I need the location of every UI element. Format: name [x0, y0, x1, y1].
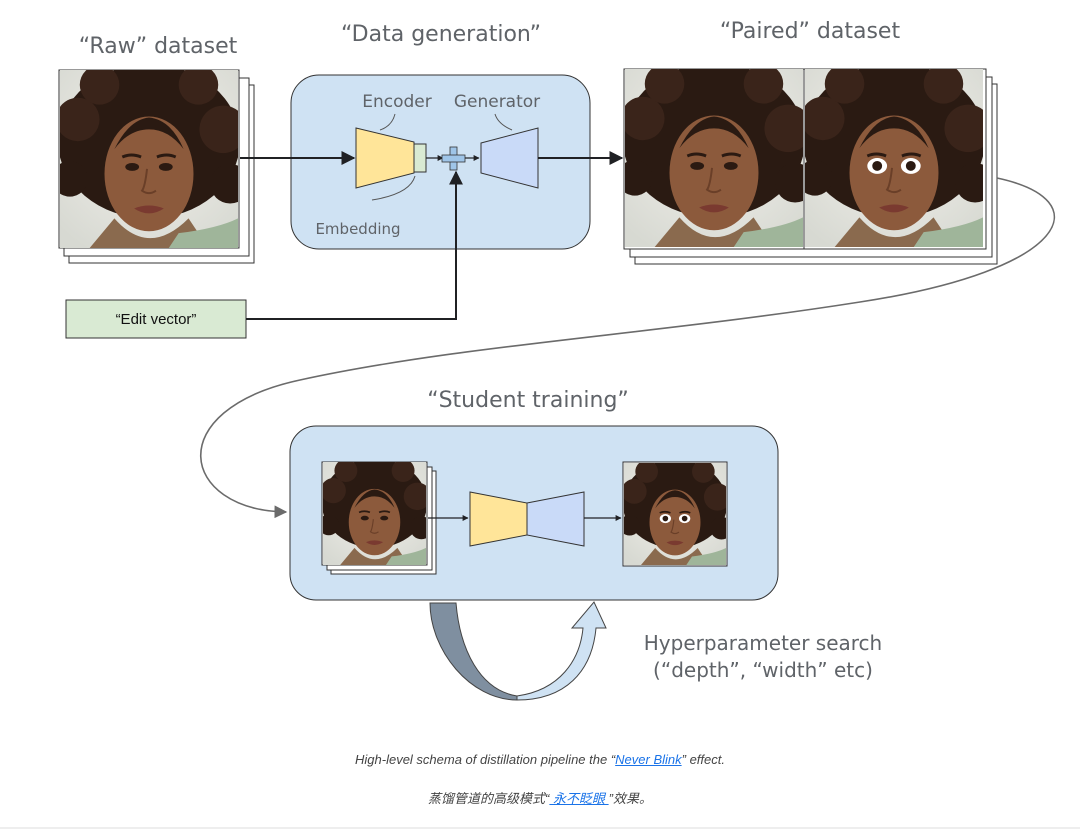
caption-english-suffix: ” effect.: [681, 752, 725, 767]
student-decoder-shape: [526, 491, 585, 547]
generator-shape: [480, 127, 539, 189]
bottom-divider: [0, 827, 1080, 829]
raw-face-image: [60, 70, 238, 248]
raw-dataset-title: “Raw” dataset: [79, 34, 238, 59]
edit-vector-label: “Edit vector”: [116, 311, 197, 328]
student-output-face-image: [619, 460, 732, 565]
caption-chinese: 蒸馏管道的高级模式“ 永不眨眼 ”效果。: [0, 788, 1080, 807]
paired-to-student-curve: [200, 177, 1056, 519]
data-generation-title: “Data generation”: [341, 22, 541, 47]
encoder-pointer: [379, 113, 396, 131]
paired-dataset-stack: [623, 63, 998, 265]
paired-original-face-image: [625, 69, 803, 247]
caption-chinese-prefix: 蒸馏管道的高级模式“: [428, 791, 550, 806]
encoder-shape: [355, 127, 415, 189]
caption-english: High-level schema of distillation pipeli…: [0, 752, 1080, 767]
hyperparameter-loop-arrow: [429, 601, 607, 701]
embedding-block: [413, 143, 427, 173]
raw-dataset-stack: [58, 69, 255, 264]
encoder-label: Encoder: [362, 92, 432, 112]
embedding-label: Embedding: [315, 220, 400, 238]
edit-vector-box: [65, 299, 247, 339]
student-input-face-image: [323, 462, 426, 565]
caption-english-prefix: High-level schema of distillation pipeli…: [355, 752, 616, 767]
paired-edited-face-image: [797, 63, 995, 247]
edit-vector-arrow: [246, 170, 463, 320]
never-blink-link-zh[interactable]: 永不眨眼: [549, 791, 609, 806]
paired-dataset-title: “Paired” dataset: [720, 19, 901, 44]
never-blink-link[interactable]: Never Blink: [615, 752, 682, 767]
caption-chinese-suffix: ”效果。: [608, 791, 652, 806]
hyperparameter-search-detail: (“depth”, “width” etc): [653, 658, 873, 682]
student-input-stack: [321, 461, 437, 575]
generator-label: Generator: [454, 92, 540, 112]
hyperparameter-search-label: Hyperparameter search: [644, 631, 882, 655]
embedding-pointer: [371, 175, 416, 201]
data-generation-panel: [290, 74, 591, 250]
generator-pointer: [494, 113, 513, 131]
student-training-title: “Student training”: [427, 388, 629, 413]
